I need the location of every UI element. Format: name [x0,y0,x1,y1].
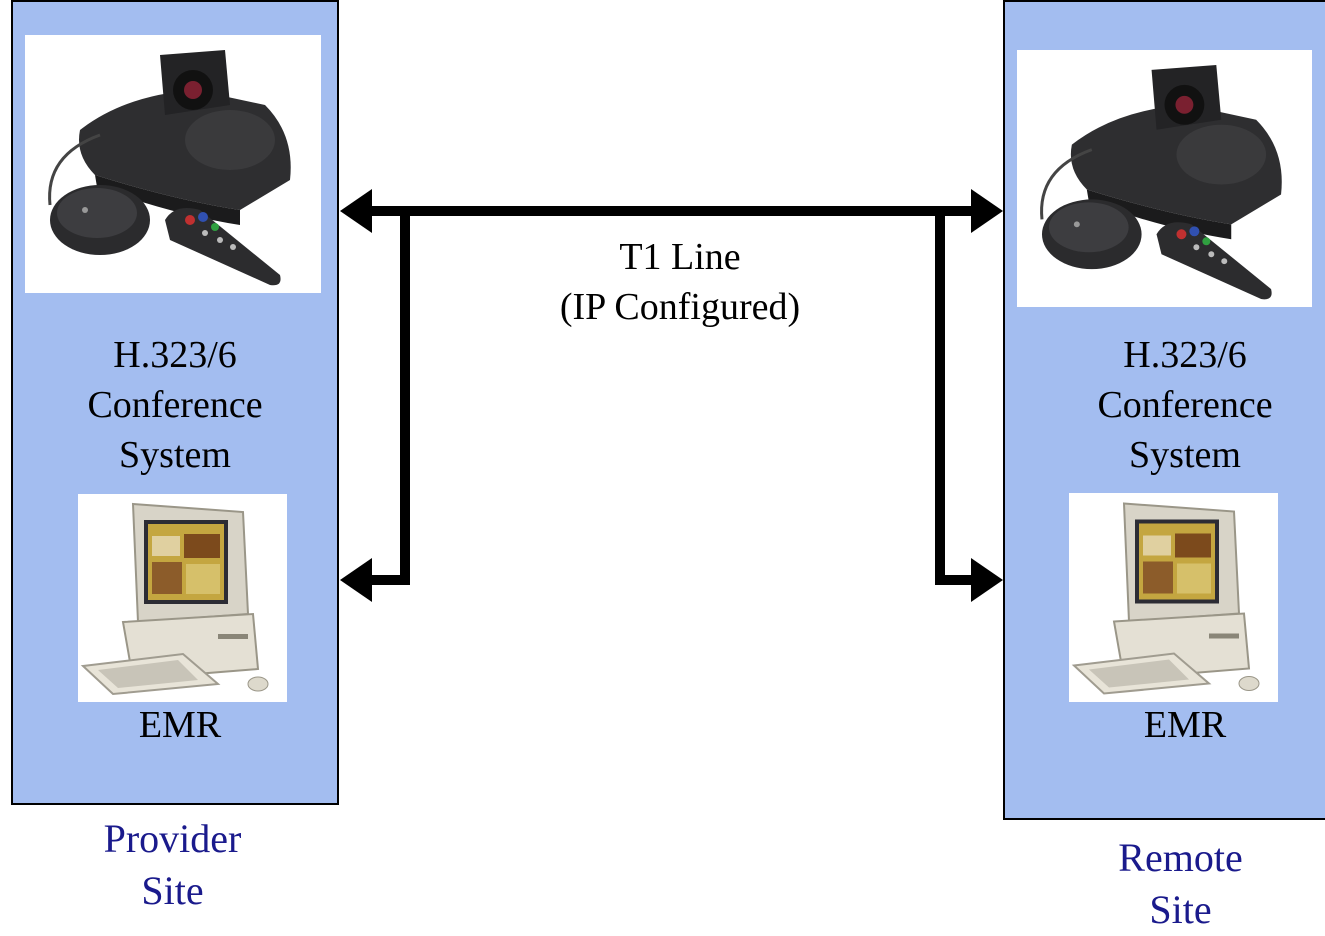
right-branch-line [935,211,975,585]
provider-system-line-3: System [119,434,231,476]
remote-site-line-2: Site [1149,887,1212,932]
provider-system-line-1: H.323/6 [113,334,237,376]
remote-system-line-1: H.323/6 [1123,334,1247,376]
remote-site-label: Remote Site [1068,832,1293,936]
t1-line-title: T1 Line [619,236,741,278]
left-branch-line [368,211,410,585]
right-arrowhead-top [971,189,1003,233]
remote-system-label: H.323/6 Conference System [1030,330,1325,480]
remote-system-line-3: System [1129,434,1241,476]
provider-emr-label: EMR [138,704,222,746]
provider-system-line-2: Conference [87,384,263,426]
video-conference-unit-icon [25,35,321,293]
provider-site-label: Provider Site [60,813,285,917]
remote-site-line-1: Remote [1118,835,1243,880]
desktop-computer-icon [1069,493,1278,702]
left-arrowhead-top [340,189,372,233]
desktop-computer-icon [78,494,287,702]
right-arrowhead-bottom [971,558,1003,602]
remote-emr-label: EMR [1143,704,1227,746]
video-conference-unit-icon [1017,50,1312,307]
t1-line-label: T1 Line (IP Configured) [500,232,860,332]
t1-line-subtitle: (IP Configured) [559,286,801,328]
provider-site-line-2: Site [141,868,204,913]
remote-system-line-2: Conference [1097,384,1273,426]
left-arrowhead-bottom [340,558,372,602]
provider-system-label: H.323/6 Conference System [25,330,325,480]
provider-site-line-1: Provider [103,816,242,861]
